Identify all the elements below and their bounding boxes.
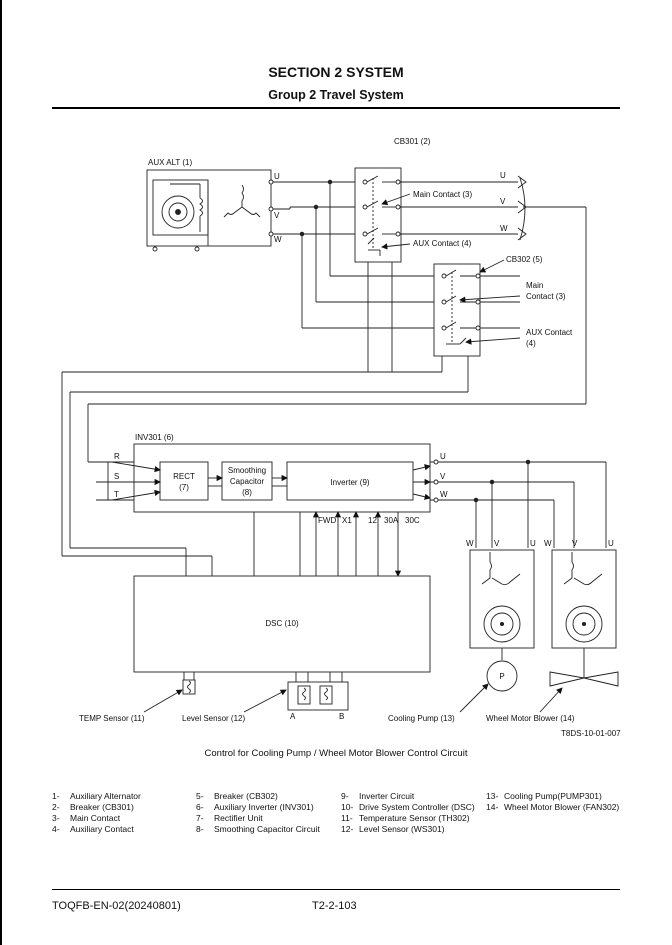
inv-out-u: U [440, 452, 446, 461]
diagram-caption: Control for Cooling Pump / Wheel Motor B… [204, 748, 468, 759]
pump-v: V [494, 539, 500, 548]
aux-alt-u: U [274, 172, 280, 181]
legend-item: 1-Auxiliary Alternator [52, 791, 141, 801]
legend-item: 3-Main Contact [52, 813, 121, 823]
level-sensor-box [287, 681, 349, 711]
footer-page-number: T2-2-103 [312, 900, 357, 912]
signal-30c: 30C [405, 516, 420, 525]
blower-w: W [544, 539, 552, 548]
blower-label: Wheel Motor Blower (14) [486, 714, 575, 723]
cap-label-2: Capacitor [230, 477, 265, 486]
blower-v: V [572, 539, 578, 548]
cb302-aux-contact-label: AUX Contact [526, 328, 573, 337]
inv301-label: INV301 (6) [135, 433, 174, 442]
signal-30a: 30A [384, 516, 399, 525]
blower-u: U [608, 539, 614, 548]
aux-alt-label: AUX ALT (1) [148, 158, 193, 167]
header-rule [52, 107, 620, 109]
figure-id: T8DS-10-01-007 [561, 729, 621, 738]
legend-item: 12-Level Sensor (WS301) [341, 824, 445, 834]
level-sensor-a: A [290, 712, 296, 721]
level-sensor-feed [295, 672, 343, 682]
level-sensor-label: Level Sensor (12) [182, 714, 245, 723]
cb302-main-label: Main [526, 281, 543, 290]
legend-item: 11-Temperature Sensor (TH302) [341, 813, 470, 823]
legend-item: 4-Auxiliary Contact [52, 824, 134, 834]
legend-item: 2-Breaker (CB301) [52, 802, 134, 812]
cb301-aux-contact-label: AUX Contact (4) [413, 239, 472, 248]
section-title: SECTION 2 SYSTEM [268, 64, 404, 80]
legend-item: 13-Cooling Pump(PUMP301) [486, 791, 602, 801]
level-sensor-b: B [339, 712, 344, 721]
dsc-box [133, 575, 431, 673]
legend-col-1: 1-Auxiliary Alternator 2-Breaker (CB301)… [52, 791, 141, 835]
aux-alternator [146, 169, 272, 252]
signal-x1: X1 [342, 516, 352, 525]
breaker-cb302 [433, 263, 481, 357]
inv-in-s: S [114, 472, 119, 481]
inv-in-t: T [114, 490, 119, 499]
cooling-pump-label: Cooling Pump (13) [388, 714, 455, 723]
rect-num: (7) [179, 483, 189, 492]
legend-col-2: 5-Breaker (CB302) 6-Auxiliary Inverter (… [196, 791, 320, 835]
cb301-label: CB301 (2) [394, 137, 431, 146]
legend-item: 6-Auxiliary Inverter (INV301) [196, 802, 314, 812]
inv-out-w: W [440, 490, 448, 499]
legend-item: 7-Rectifier Unit [196, 813, 263, 823]
cb302-label: CB302 (5) [506, 255, 543, 264]
aux-alt-v: V [274, 211, 280, 220]
legend-col-4: 13-Cooling Pump(PUMP301) 14-Wheel Motor … [486, 791, 619, 813]
footer-doc-id: TOQFB-EN-02(20240801) [52, 900, 181, 912]
legend-item: 5-Breaker (CB302) [196, 791, 278, 801]
inverter-label: Inverter (9) [330, 478, 369, 487]
legend-item: 9-Inverter Circuit [341, 791, 415, 801]
legend-item: 8-Smoothing Capacitor Circuit [196, 824, 320, 834]
breaker-cb301 [354, 167, 402, 263]
wheel-motor-blower-motor [549, 549, 619, 687]
inv-out-v: V [440, 472, 446, 481]
cb302-contact-label: Contact (3) [526, 292, 566, 301]
cb302-aux-contact-num: (4) [526, 339, 536, 348]
cap-num: (8) [242, 488, 252, 497]
circuit-diagram: AUX ALT (1) U V W CB301 (2) Main Contact… [61, 137, 621, 738]
signal-12: 12 [368, 516, 377, 525]
temp-sensor [182, 672, 196, 695]
legend-col-3: 9-Inverter Circuit 10-Drive System Contr… [341, 791, 475, 835]
cap-label-1: Smoothing [228, 466, 266, 475]
temp-sensor-label: TEMP Sensor (11) [79, 714, 145, 723]
dsc-label: DSC (10) [265, 619, 299, 628]
cb301-out-v: V [500, 197, 506, 206]
footer-rule [52, 889, 620, 890]
cb301-out-w: W [500, 224, 508, 233]
aux-alt-w: W [274, 235, 282, 244]
page-left-border [0, 0, 2, 945]
rect-label: RECT [173, 472, 195, 481]
inv-in-r: R [114, 452, 120, 461]
signal-fwd: FWD [318, 516, 336, 525]
cb301-out-u: U [500, 171, 506, 180]
pump-symbol: P [499, 672, 504, 681]
cb301-main-contact-label: Main Contact (3) [413, 190, 472, 199]
cooling-pump-motor [469, 549, 535, 692]
legend-item: 10-Drive System Controller (DSC) [341, 802, 475, 812]
group-title: Group 2 Travel System [268, 88, 404, 102]
pump-u: U [530, 539, 536, 548]
pump-w: W [466, 539, 474, 548]
legend-item: 14-Wheel Motor Blower (FAN302) [486, 802, 620, 812]
